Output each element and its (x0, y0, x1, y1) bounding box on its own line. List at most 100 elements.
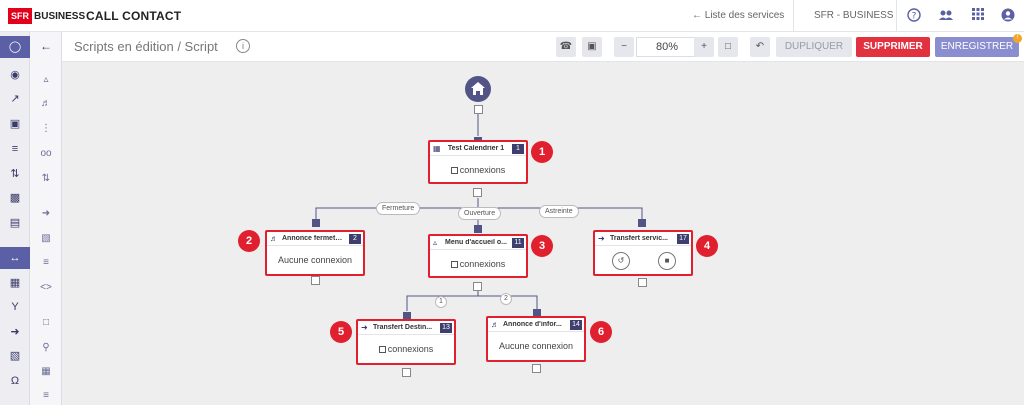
transfer-arrows-icon[interactable]: ⇅ (10, 168, 20, 180)
calendar-small-icon[interactable]: ▦ (41, 366, 51, 377)
calendar-icon[interactable]: ▦ (9, 277, 21, 289)
node-header: ▵ Menu d'accueil o... 11 (430, 236, 526, 250)
node3-output-port[interactable] (473, 282, 482, 291)
phone-icon[interactable]: ☎ (556, 37, 576, 57)
speaker-icon: ♬ (491, 320, 499, 329)
list-icon[interactable]: ≡ (43, 257, 49, 268)
zoom-out-button[interactable]: − (614, 37, 634, 57)
users-icon[interactable] (938, 8, 954, 24)
node-body: connexions (430, 252, 526, 276)
breadcrumb-title: Scripts en édition / Script (74, 39, 218, 54)
node2-input-port[interactable] (312, 219, 320, 227)
node-body-text: Aucune connexion (277, 255, 353, 265)
flow-canvas[interactable]: ▦ Test Calendrier 1 1 connexions 1 Ferme… (62, 62, 1024, 405)
node3-input-port[interactable] (474, 225, 482, 233)
node6-input-port[interactable] (533, 309, 541, 317)
services-list-link[interactable]: ← Liste des services (692, 10, 785, 21)
logo-business-text: BUSINESS (34, 10, 86, 22)
info-icon[interactable]: i (236, 39, 250, 53)
sfr-business-logo[interactable]: SFR BUSINESS (8, 8, 85, 24)
queue-list-icon[interactable]: ≡ (11, 143, 19, 155)
delete-button[interactable]: SUPPRIMER (856, 37, 930, 57)
node-title: Test Calendrier 1 (447, 145, 505, 152)
node-title: Annonce fermeture (282, 235, 344, 242)
ivr-menu-icon[interactable]: ▧ (9, 350, 21, 362)
unsaved-badge: ! (1013, 34, 1022, 43)
stack-icon[interactable]: ≡ (43, 390, 49, 401)
keypad-icon[interactable]: ⋮ (41, 123, 51, 134)
node-id: 11 (512, 238, 524, 248)
callout-badge: 1 (531, 141, 553, 163)
node6-output-port[interactable] (532, 364, 541, 373)
eye-icon[interactable]: ◉ (10, 69, 20, 81)
node-title: Transfert Destin... (373, 324, 433, 331)
announce-icon[interactable]: ♬ (41, 98, 51, 109)
save-button[interactable]: ENREGISTRER (935, 37, 1019, 57)
code-icon[interactable]: <> (40, 282, 52, 293)
forward-arrow-icon[interactable]: ➜ (10, 326, 20, 338)
voicemail-icon[interactable]: oo (40, 148, 52, 159)
split-icon[interactable]: Y (11, 301, 19, 313)
node2-output-port[interactable] (311, 276, 320, 285)
speaker-icon: ♬ (270, 234, 278, 243)
zoom-level[interactable]: 80% (636, 37, 698, 57)
trend-chart-icon[interactable]: ↗ (10, 93, 20, 105)
tree-node-icon[interactable]: ▵ (43, 74, 49, 85)
home-output-port[interactable] (474, 105, 483, 114)
hangup-icon[interactable]: ↺ (612, 252, 630, 270)
help-icon[interactable]: ? (906, 8, 922, 24)
duplicate-button[interactable]: DUPLIQUER (776, 37, 852, 57)
message-icon[interactable]: ▩ (9, 192, 21, 204)
node-title: Menu d'accueil o... (445, 239, 507, 246)
node-id: 17 (677, 234, 689, 244)
edge-label-key-2: 2 (500, 293, 512, 305)
app-title: CALL CONTACT (86, 9, 182, 23)
flow-node-annonce-information[interactable]: ♬ Annonce d'infor... 14 Aucune connexion (486, 316, 586, 362)
edge-label-key-1: 1 (435, 296, 447, 308)
connections-icon (450, 261, 458, 268)
scripts-flow-icon[interactable]: ↔ (0, 247, 30, 269)
forward-arrow-icon: ➜ (361, 323, 368, 332)
save-disk-icon[interactable]: ▣ (9, 118, 21, 130)
fit-screen-icon[interactable]: □ (718, 37, 738, 57)
top-separator (793, 0, 794, 32)
node4-input-port[interactable] (638, 219, 646, 227)
org-name[interactable]: SFR - BUSINESS (814, 10, 894, 21)
node-palette-rail: ← ▵ ♬ ⋮ oo ⇅ ➜ ▧ ≡ <> □ ⚲ ▦ ≡ (30, 32, 62, 405)
stop-icon[interactable]: ■ (658, 252, 676, 270)
edge-calendar-branches (315, 198, 643, 232)
node5-output-port[interactable] (402, 368, 411, 377)
top-separator (896, 0, 897, 32)
callout-badge: 3 (531, 235, 553, 257)
home-node[interactable] (465, 76, 491, 102)
flow-node-test-calendrier[interactable]: ▦ Test Calendrier 1 1 connexions (428, 140, 528, 184)
edge-label-fermeture: Fermeture (376, 202, 421, 215)
shield-icon[interactable]: □ (42, 317, 50, 328)
back-arrow-icon[interactable]: ← (40, 39, 52, 53)
folder-icon[interactable]: ▤ (9, 217, 21, 229)
node5-input-port[interactable] (403, 312, 411, 320)
undo-icon[interactable]: ↶ (750, 37, 770, 57)
transfer-icon[interactable]: ⇅ (41, 173, 51, 184)
node4-output-port[interactable] (638, 278, 647, 287)
flow-node-transfert-service[interactable]: ➜ Transfert servic... 17 ↺ ■ (593, 230, 693, 276)
forward-icon[interactable]: ➜ (41, 208, 51, 219)
node-body-text: connexions (387, 344, 434, 354)
apps-grid-icon[interactable] (970, 8, 986, 24)
flow-node-annonce-fermeture[interactable]: ♬ Annonce fermeture 2 Aucune connexion (265, 230, 365, 276)
node-body-text: connexions (459, 259, 506, 269)
account-icon[interactable] (1000, 8, 1016, 24)
zoom-in-button[interactable]: + (694, 37, 714, 57)
logo-sfr-mark: SFR (8, 8, 32, 24)
node-id: 2 (349, 234, 361, 244)
headset-icon[interactable]: ◯ (0, 36, 30, 58)
callout-badge: 5 (330, 321, 352, 343)
briefcase-icon[interactable]: ▣ (582, 37, 602, 57)
location-pin-icon[interactable]: ⚲ (42, 342, 50, 353)
flow-node-transfert-destination[interactable]: ➜ Transfert Destin... 13 connexions (356, 319, 456, 365)
headphones-icon[interactable]: Ω (10, 375, 20, 387)
node1-output-port[interactable] (473, 188, 482, 197)
ivr-icon[interactable]: ▧ (41, 233, 51, 244)
callout-badge: 6 (590, 321, 612, 343)
flow-node-menu-accueil[interactable]: ▵ Menu d'accueil o... 11 connexions (428, 234, 528, 278)
